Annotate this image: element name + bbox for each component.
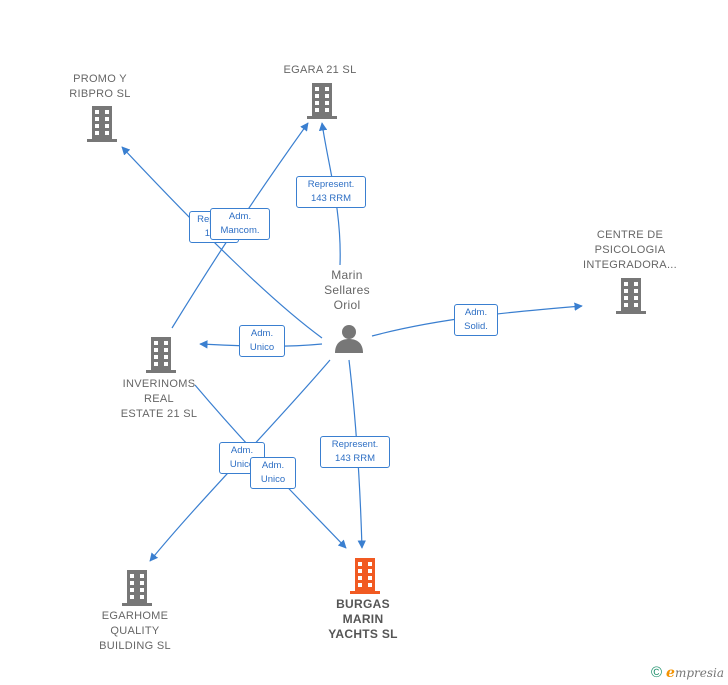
node-label-person[interactable]: Marin Sellares Oriol xyxy=(307,268,387,313)
building-icon-highlight[interactable] xyxy=(349,558,381,594)
edge-label-line: Unico xyxy=(260,474,286,485)
label-line: CENTRE DE xyxy=(596,229,664,241)
label-line: YACHTS SL xyxy=(328,627,398,641)
brand-name: mpresia xyxy=(674,666,724,680)
copyright-icon: © xyxy=(650,664,663,681)
edge-label-line: Represent. xyxy=(307,179,355,190)
label-line: Sellares xyxy=(324,283,370,297)
building-icon[interactable] xyxy=(86,106,118,142)
building-icon[interactable] xyxy=(615,278,647,314)
node-label-egara[interactable]: EGARA 21 SL xyxy=(270,63,370,78)
node-label-burgas[interactable]: BURGAS MARIN YACHTS SL xyxy=(308,597,418,642)
label-line: EGARHOME xyxy=(101,610,169,622)
edge-label-line: Represent. xyxy=(331,439,379,450)
label-line: PROMO Y xyxy=(73,73,127,85)
edge-label-inverinoms-egara[interactable]: Adm. Mancom. xyxy=(210,208,270,240)
edge-label-line: 143 RRM xyxy=(334,453,376,464)
edge-label-line: Mancom. xyxy=(220,225,260,236)
edge-label-line: Unico xyxy=(229,459,255,470)
node-label-inverinoms[interactable]: INVERINOMS REAL ESTATE 21 SL xyxy=(104,377,214,422)
edge-label-person-inverinoms[interactable]: Adm. Unico xyxy=(239,325,285,357)
edge-label-person-burgas[interactable]: Represent. 143 RRM xyxy=(320,436,390,468)
edge-label-line: 143 RRM xyxy=(310,193,352,204)
edge-label-inverinoms-burgas[interactable]: Adm. Unico xyxy=(250,457,296,489)
node-label-promo[interactable]: PROMO Y RIBPRO SL xyxy=(50,72,150,102)
label-line: EGARA 21 SL xyxy=(283,64,357,76)
building-icon[interactable] xyxy=(145,337,177,373)
label-line: INVERINOMS xyxy=(122,378,196,390)
label-line: REAL xyxy=(144,393,174,405)
edge-label-line: Adm. xyxy=(261,460,285,471)
edge-label-person-centre[interactable]: Adm. Solid. xyxy=(454,304,498,336)
edge-label-line: Adm. xyxy=(250,328,274,339)
edge-label-line: Unico xyxy=(249,342,275,353)
label-line: QUALITY xyxy=(110,625,160,637)
label-line: BURGAS xyxy=(336,597,390,611)
edge-label-line: Adm. xyxy=(464,307,488,318)
copyright-brand: ©empresia xyxy=(651,664,724,681)
edge-person-promo xyxy=(121,146,323,339)
label-line: Marin xyxy=(331,268,363,282)
label-line: BUILDING SL xyxy=(99,640,171,652)
label-line: RIBPRO SL xyxy=(69,88,131,100)
edge-label-line: Adm. xyxy=(228,211,252,222)
person-icon[interactable] xyxy=(334,323,364,353)
edge-label-line: Solid. xyxy=(464,321,488,332)
node-label-egarhome[interactable]: EGARHOME QUALITY BUILDING SL xyxy=(80,609,190,654)
brand-initial: e xyxy=(666,665,675,681)
label-line: PSICOLOGIA xyxy=(594,244,666,256)
edge-label-line: Adm. xyxy=(230,445,254,456)
label-line: ESTATE 21 SL xyxy=(120,408,198,420)
building-icon[interactable] xyxy=(121,570,153,606)
node-label-centre[interactable]: CENTRE DE PSICOLOGIA INTEGRADORA... xyxy=(575,228,685,273)
edge-label-person-egara[interactable]: Represent. 143 RRM xyxy=(296,176,366,208)
building-icon[interactable] xyxy=(306,83,338,119)
label-line: MARIN xyxy=(342,612,384,626)
label-line: Oriol xyxy=(333,298,361,312)
label-line: INTEGRADORA... xyxy=(582,259,678,271)
